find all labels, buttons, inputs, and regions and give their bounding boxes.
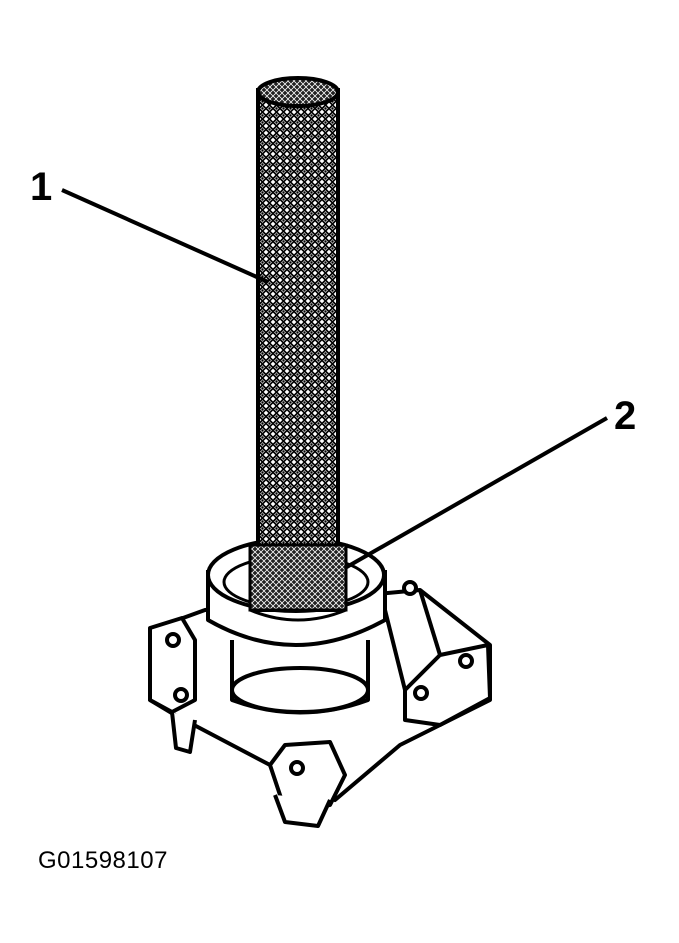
leader-line-2 [344, 416, 608, 570]
leader-lines [61, 188, 608, 570]
leader-line-1 [61, 188, 269, 284]
callout-label-2: 2 [614, 394, 637, 438]
figure-id-code: G01598107 [38, 847, 168, 874]
callout-label-1: 1 [30, 165, 53, 209]
filter-screen-tube [248, 76, 348, 622]
